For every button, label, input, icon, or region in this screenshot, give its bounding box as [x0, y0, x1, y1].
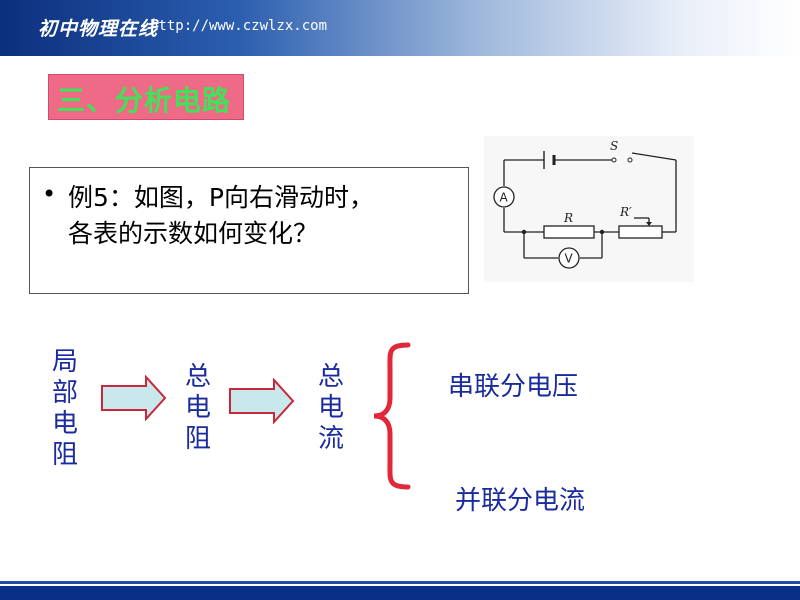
step2-char: 阻 [184, 424, 211, 454]
arrow-right-icon [101, 375, 167, 421]
switch-contact-right [627, 157, 633, 163]
step-total-current: 总 电 流 [313, 362, 349, 455]
result-parallel-current: 并联分电流 [455, 486, 586, 516]
example-line-2: 各表的示数如何变化？ [68, 219, 319, 248]
voltmeter-label: V [565, 252, 574, 266]
top-banner: 初中物理在线 http://www.czwlzx.com [0, 0, 800, 56]
footer-bar [0, 586, 800, 600]
ammeter-label: A [500, 191, 509, 205]
junction-dot-right [599, 229, 605, 235]
section-title-text: 三、分析电路 [57, 84, 232, 117]
banner-brand: 初中物理在线 [38, 18, 159, 40]
banner-url[interactable]: http://www.czwlzx.com [150, 18, 328, 34]
step1-char: 电 [51, 409, 78, 439]
footer-line [0, 581, 800, 584]
example-line-1: 例5：如图，P向右滑动时， [68, 183, 374, 212]
step3-char: 电 [317, 393, 344, 423]
step3-char: 流 [317, 424, 344, 454]
step2-char: 总 [184, 362, 211, 392]
resistor-label: R [563, 211, 573, 225]
ammeter-icon [493, 186, 515, 208]
step1-char: 局 [51, 347, 78, 377]
step-local-resistance: 局 部 电 阻 [47, 347, 83, 471]
step3-char: 总 [317, 362, 344, 392]
step1-char: 阻 [51, 440, 78, 470]
step1-char: 部 [51, 378, 78, 408]
arrow-right-icon [229, 378, 295, 424]
result-series-voltage: 串联分电压 [448, 372, 579, 402]
section-title: 三、分析电路 [48, 74, 244, 120]
switch-contact-left [611, 157, 617, 163]
step2-char: 电 [184, 393, 211, 423]
circuit-diagram: S A R R′ V [484, 136, 694, 282]
bullet-icon: • [42, 180, 57, 208]
junction-dot-left [521, 229, 527, 235]
slider-arrow-icon [646, 222, 652, 226]
curly-brace-icon [373, 342, 411, 490]
rheostat-r-prime [618, 225, 663, 239]
switch-label: S [610, 139, 618, 153]
step-total-resistance: 总 电 阻 [180, 362, 216, 455]
voltmeter-icon [558, 247, 580, 269]
resistor-r [543, 225, 595, 239]
example-box: • 例5：如图，P向右滑动时， 各表的示数如何变化？ [29, 167, 469, 294]
rheostat-label: R′ [619, 205, 632, 219]
